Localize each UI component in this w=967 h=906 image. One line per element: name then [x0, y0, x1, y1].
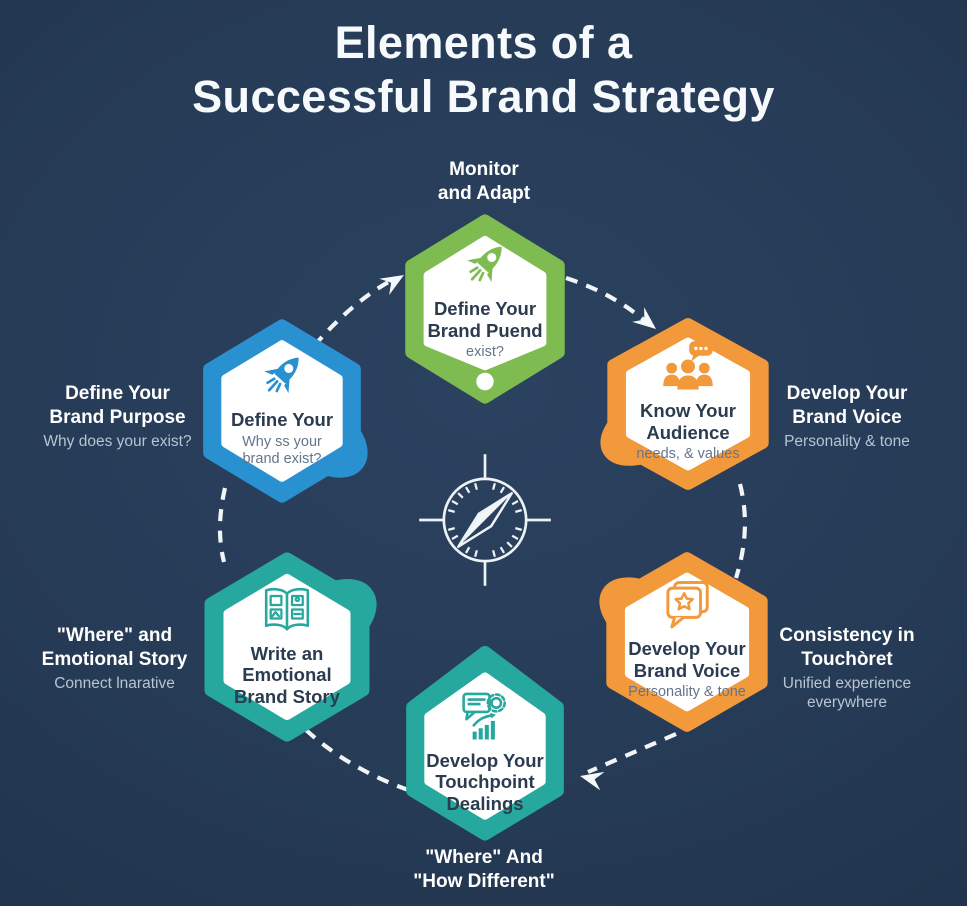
- label-title: Define Your Brand Purpose: [49, 383, 186, 428]
- label-title: "Where" And "How Different": [413, 847, 555, 892]
- node-title: Develop Your Brand Voice: [628, 638, 746, 681]
- label-where-how-different: "Where" And "How Different": [374, 846, 594, 894]
- compass-icon: [413, 448, 557, 592]
- node-title: Write an Emotional Brand Story: [234, 642, 340, 707]
- open-book-icon: [260, 583, 314, 637]
- node-develop-touchpoint: Develop Your Touchpoint Dealings: [399, 645, 571, 842]
- node-know-your-audience: Know Your Audience needs, & values: [600, 315, 776, 493]
- message-gear-chart-icon: [458, 690, 512, 744]
- node-title: Develop Your Touchpoint Dealings: [426, 749, 544, 814]
- label-emotional-story: "Where" and Emotional Story Connect lnar…: [12, 624, 217, 693]
- dot-marker: [476, 372, 494, 391]
- label-title: Consistency in Touchòret: [779, 625, 915, 670]
- label-title: Develop Your Brand Voice: [786, 383, 908, 428]
- node-subtitle: needs, & values: [636, 446, 740, 463]
- chat-star-icon: [660, 578, 714, 632]
- label-title: Monitor and Adapt: [437, 159, 531, 204]
- label-brand-purpose: Define Your Brand Purpose Why does your …: [20, 382, 215, 451]
- rocket-icon: [255, 349, 309, 403]
- node-subtitle: exist?: [466, 344, 504, 361]
- node-brand-purpose: Define Your Why ss your brand exist?: [196, 316, 368, 506]
- label-develop-brand-voice: Develop Your Brand Voice Personality & t…: [758, 382, 936, 451]
- dashed-connector: [565, 275, 646, 322]
- label-consistency: Consistency in Touchòret Unified experie…: [756, 624, 938, 713]
- node-brand-story: Write an Emotional Brand Story: [197, 549, 377, 745]
- node-develop-brand-voice: Develop Your Brand Voice Personality & t…: [599, 549, 775, 735]
- node-monitor-adapt: Define Your Brand Puend exist?: [398, 211, 572, 407]
- label-subtitle: Personality & tone: [784, 432, 910, 450]
- dashed-connector: [587, 732, 677, 774]
- node-subtitle: Why ss your brand exist?: [242, 433, 322, 468]
- audience-speech-icon: [661, 340, 715, 394]
- node-subtitle: Personality & tone: [628, 684, 746, 701]
- label-subtitle: Why does your exist?: [43, 432, 192, 450]
- node-title: Define Your Brand Puend: [427, 298, 543, 341]
- node-title: Know Your Audience: [640, 400, 736, 443]
- arrowhead-icon: [580, 771, 605, 791]
- label-subtitle: Unified experience everywhere: [782, 674, 912, 712]
- label-title: "Where" and Emotional Story: [41, 625, 188, 670]
- page-title: Elements of a Successful Brand Strategy: [192, 17, 775, 122]
- rocket-icon: [458, 238, 512, 292]
- node-title: Define Your: [230, 409, 334, 431]
- label-subtitle: Connect lnarative: [54, 674, 175, 692]
- label-monitor-adapt: Monitor and Adapt: [384, 158, 584, 206]
